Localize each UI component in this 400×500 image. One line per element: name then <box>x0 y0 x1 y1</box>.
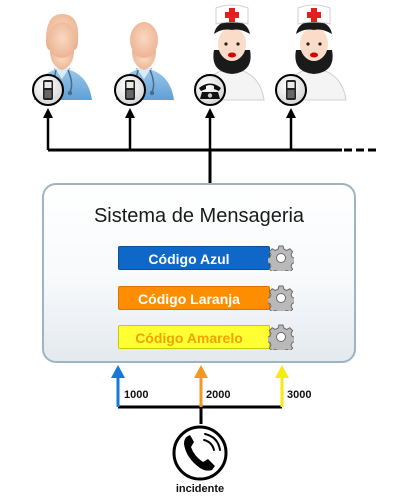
doctor-2-mobile-phone-icon <box>114 74 146 106</box>
code-yellow-button[interactable]: Código Amarelo <box>118 325 270 349</box>
code-orange-button[interactable]: Código Laranja <box>118 286 270 310</box>
extension-1000-label: 1000 <box>124 389 149 401</box>
code-blue-button[interactable]: Código Azul <box>118 246 270 270</box>
telephone-handset-icon <box>172 425 228 481</box>
extension-3000-label: 3000 <box>287 389 312 401</box>
system-title: Sistema de Mensageria <box>93 205 305 227</box>
gear-icon[interactable] <box>268 245 294 271</box>
doctor-1-mobile-phone-icon <box>32 74 64 106</box>
nurse-1-desk-telephone-icon <box>194 74 226 106</box>
nurse-2-mobile-phone-icon <box>275 74 307 106</box>
extension-lines <box>118 405 282 424</box>
recipient-connectors <box>43 108 296 150</box>
arrow-extension-2000 <box>194 365 208 407</box>
incident-label: incidente <box>175 483 225 495</box>
gear-icon[interactable] <box>268 324 294 350</box>
recipient-bus <box>48 148 376 183</box>
messaging-system-box: Sistema de Mensageria Código Azul Código… <box>42 183 356 363</box>
gear-icon[interactable] <box>268 285 294 311</box>
extension-2000-label: 2000 <box>206 389 231 401</box>
arrow-extension-1000 <box>111 365 125 407</box>
arrow-extension-3000 <box>275 365 289 407</box>
